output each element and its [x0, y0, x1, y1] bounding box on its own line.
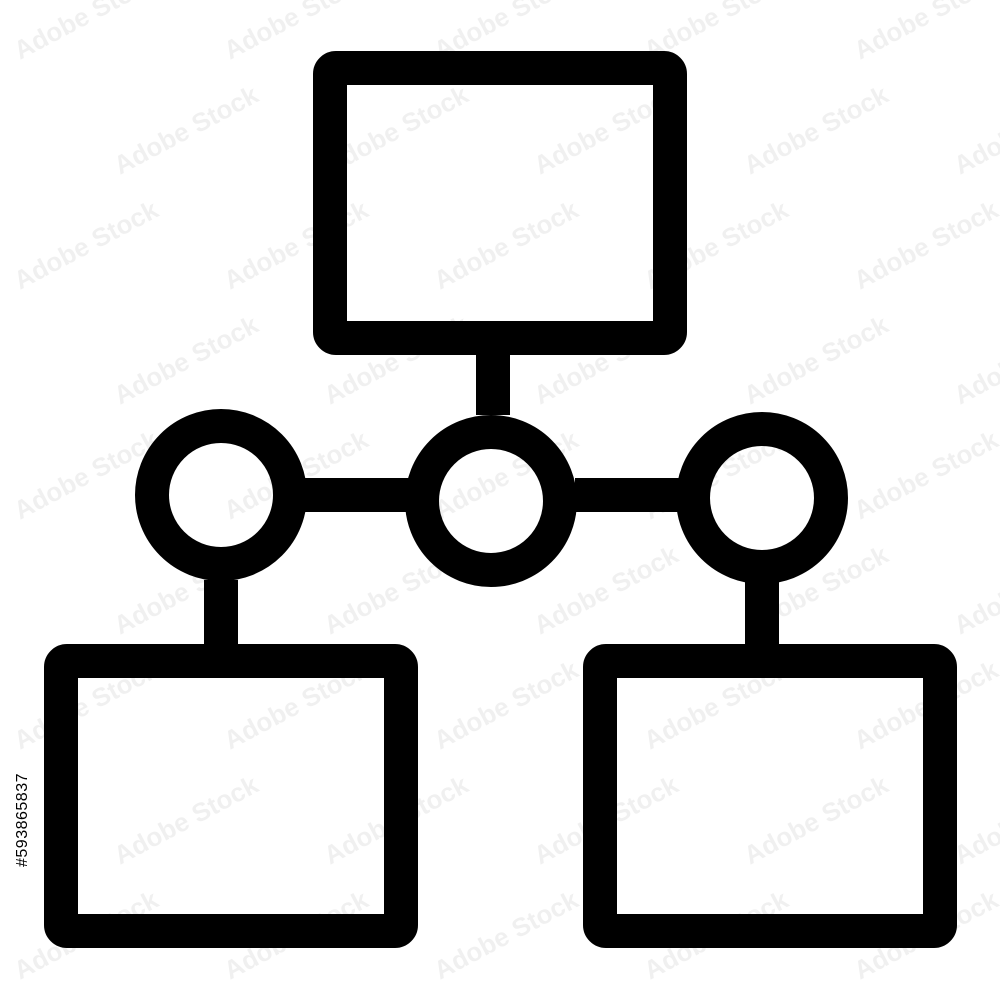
- watermark-text: Adobe Stock: [9, 0, 164, 65]
- left-node-circle: [135, 409, 307, 581]
- watermark-text: Adobe Stock: [949, 309, 1000, 410]
- watermark-text: Adobe Stock: [849, 194, 1000, 295]
- watermark-text: Adobe Stock: [429, 654, 584, 755]
- stock-id-label: #593865837: [10, 762, 36, 878]
- watermark-text: Adobe Stock: [109, 79, 264, 180]
- stock-id-text: #593865837: [14, 773, 32, 867]
- watermark-text: Adobe Stock: [9, 194, 164, 295]
- watermark-text: Adobe Stock: [109, 309, 264, 410]
- watermark-text: Adobe Stock: [949, 79, 1000, 180]
- bottom-right-box: [583, 644, 957, 948]
- right-node-circle: [676, 412, 848, 584]
- bottom-left-box: [44, 644, 418, 948]
- watermark-text: Adobe Stock: [739, 79, 894, 180]
- watermark-text: Adobe Stock: [739, 309, 894, 410]
- watermark-text: Adobe Stock: [949, 539, 1000, 640]
- watermark-text: Adobe Stock: [429, 884, 584, 985]
- top-box: [313, 51, 687, 355]
- center-node-circle: [405, 415, 577, 587]
- watermark-text: Adobe Stock: [849, 0, 1000, 65]
- watermark-text: Adobe Stock: [849, 424, 1000, 525]
